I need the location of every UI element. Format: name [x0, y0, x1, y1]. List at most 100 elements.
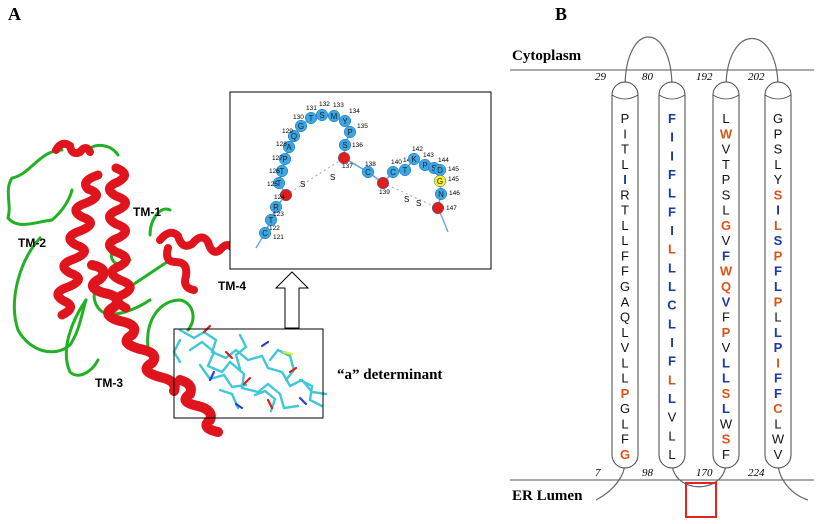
helix-residue: P	[722, 172, 731, 187]
helix-tm4	[156, 228, 238, 294]
helix-residue: V	[722, 233, 731, 248]
helix-residue: G	[773, 111, 783, 126]
helix-cap-line	[658, 94, 686, 100]
helix-residue: L	[668, 372, 676, 387]
bead-number: 134	[349, 108, 360, 115]
bead-number: 147	[446, 205, 457, 212]
helix-residue: S	[774, 233, 783, 248]
determinant-label: “a” determinant	[337, 367, 442, 383]
helix-residue: I	[623, 126, 627, 141]
helix-bottom-number: 170	[696, 467, 713, 479]
bead-residue: C 121	[258, 226, 284, 241]
label-tm2: TM-2	[18, 236, 46, 250]
helix-residue: L	[722, 355, 730, 370]
helix-tm2	[53, 170, 103, 320]
helix-residue: L	[668, 447, 675, 462]
helix-residue: G	[620, 401, 630, 416]
bead-number: 125	[267, 181, 278, 188]
bead-letter: T	[277, 179, 282, 188]
bead-residue: 139	[376, 176, 390, 196]
bead-letter: Y	[342, 117, 348, 126]
helix-residue: V	[722, 340, 731, 355]
bead-number: 122	[269, 225, 280, 232]
helix-cap-line	[764, 94, 792, 100]
helix-residue: I	[670, 148, 674, 163]
bead-circle	[275, 164, 289, 178]
helix-tm3	[87, 260, 223, 437]
bead-letter: T	[269, 216, 274, 225]
helix-residue: F	[722, 310, 730, 325]
bead-number: 124	[274, 194, 285, 201]
bead-letter: T	[309, 114, 314, 123]
helix-top	[52, 139, 94, 158]
bead-letter: T	[403, 166, 408, 175]
helix-residue: W	[720, 264, 733, 279]
helix-residue: F	[668, 204, 676, 219]
helix-residue: V	[668, 410, 677, 425]
helix-residue: F	[722, 447, 730, 462]
helix-residue: Q	[620, 310, 630, 325]
bead-circle	[338, 114, 352, 128]
bead-number: 131	[306, 105, 317, 112]
bead-number: 135	[357, 123, 368, 130]
bead-letter: R	[273, 203, 279, 212]
helix-residue: F	[668, 167, 676, 182]
bead-residue: M 133	[327, 102, 344, 123]
bead-letter: A	[286, 143, 292, 152]
bead-number: 128	[276, 141, 287, 148]
helix-residue: L	[668, 316, 676, 331]
helix-residue: W	[772, 432, 785, 447]
bead-residue: 137	[337, 151, 353, 170]
bead-circle	[287, 129, 301, 143]
helix-top-number: 192	[696, 71, 713, 83]
bead-letter: N	[438, 190, 444, 199]
bead-circle	[258, 226, 272, 240]
bead-letter: C	[262, 229, 268, 238]
er-lumen-label: ER Lumen	[512, 488, 583, 504]
bead-number: 121	[273, 234, 284, 241]
bead-number: 144	[438, 157, 449, 164]
determinant-box	[173, 328, 324, 419]
helix-top-number: 80	[642, 71, 654, 83]
highlight-box	[685, 482, 717, 518]
bead-number: 133	[333, 102, 344, 109]
bead-circle	[278, 152, 292, 166]
helix-residue: L	[621, 218, 628, 233]
bead-number: 140	[391, 159, 402, 166]
helix-residue: F	[621, 248, 629, 263]
bead-number: 145	[448, 176, 459, 183]
helix-residue: L	[774, 325, 782, 340]
helix-residue: L	[774, 279, 782, 294]
helix-residue: L	[774, 310, 781, 325]
bead-circle	[272, 176, 286, 190]
helix-residue: L	[621, 157, 628, 172]
helix-cylinder	[658, 81, 686, 469]
bead-letter: M	[331, 112, 338, 121]
bead-residue: 124	[274, 188, 293, 202]
helix-bottom-number: 7	[595, 467, 601, 479]
helix-residue: L	[668, 391, 676, 406]
bead-residue: C 140	[386, 159, 402, 179]
helix-residue: Q	[721, 279, 731, 294]
helix-residue: L	[668, 279, 676, 294]
bead-letter: P	[422, 161, 427, 170]
helix-residue: C	[773, 401, 783, 416]
helix-residue: L	[722, 401, 730, 416]
bead-number: 139	[379, 189, 390, 196]
bead-letter: C	[390, 168, 396, 177]
helix-residue: P	[722, 325, 731, 340]
helix-residue: P	[774, 248, 783, 263]
